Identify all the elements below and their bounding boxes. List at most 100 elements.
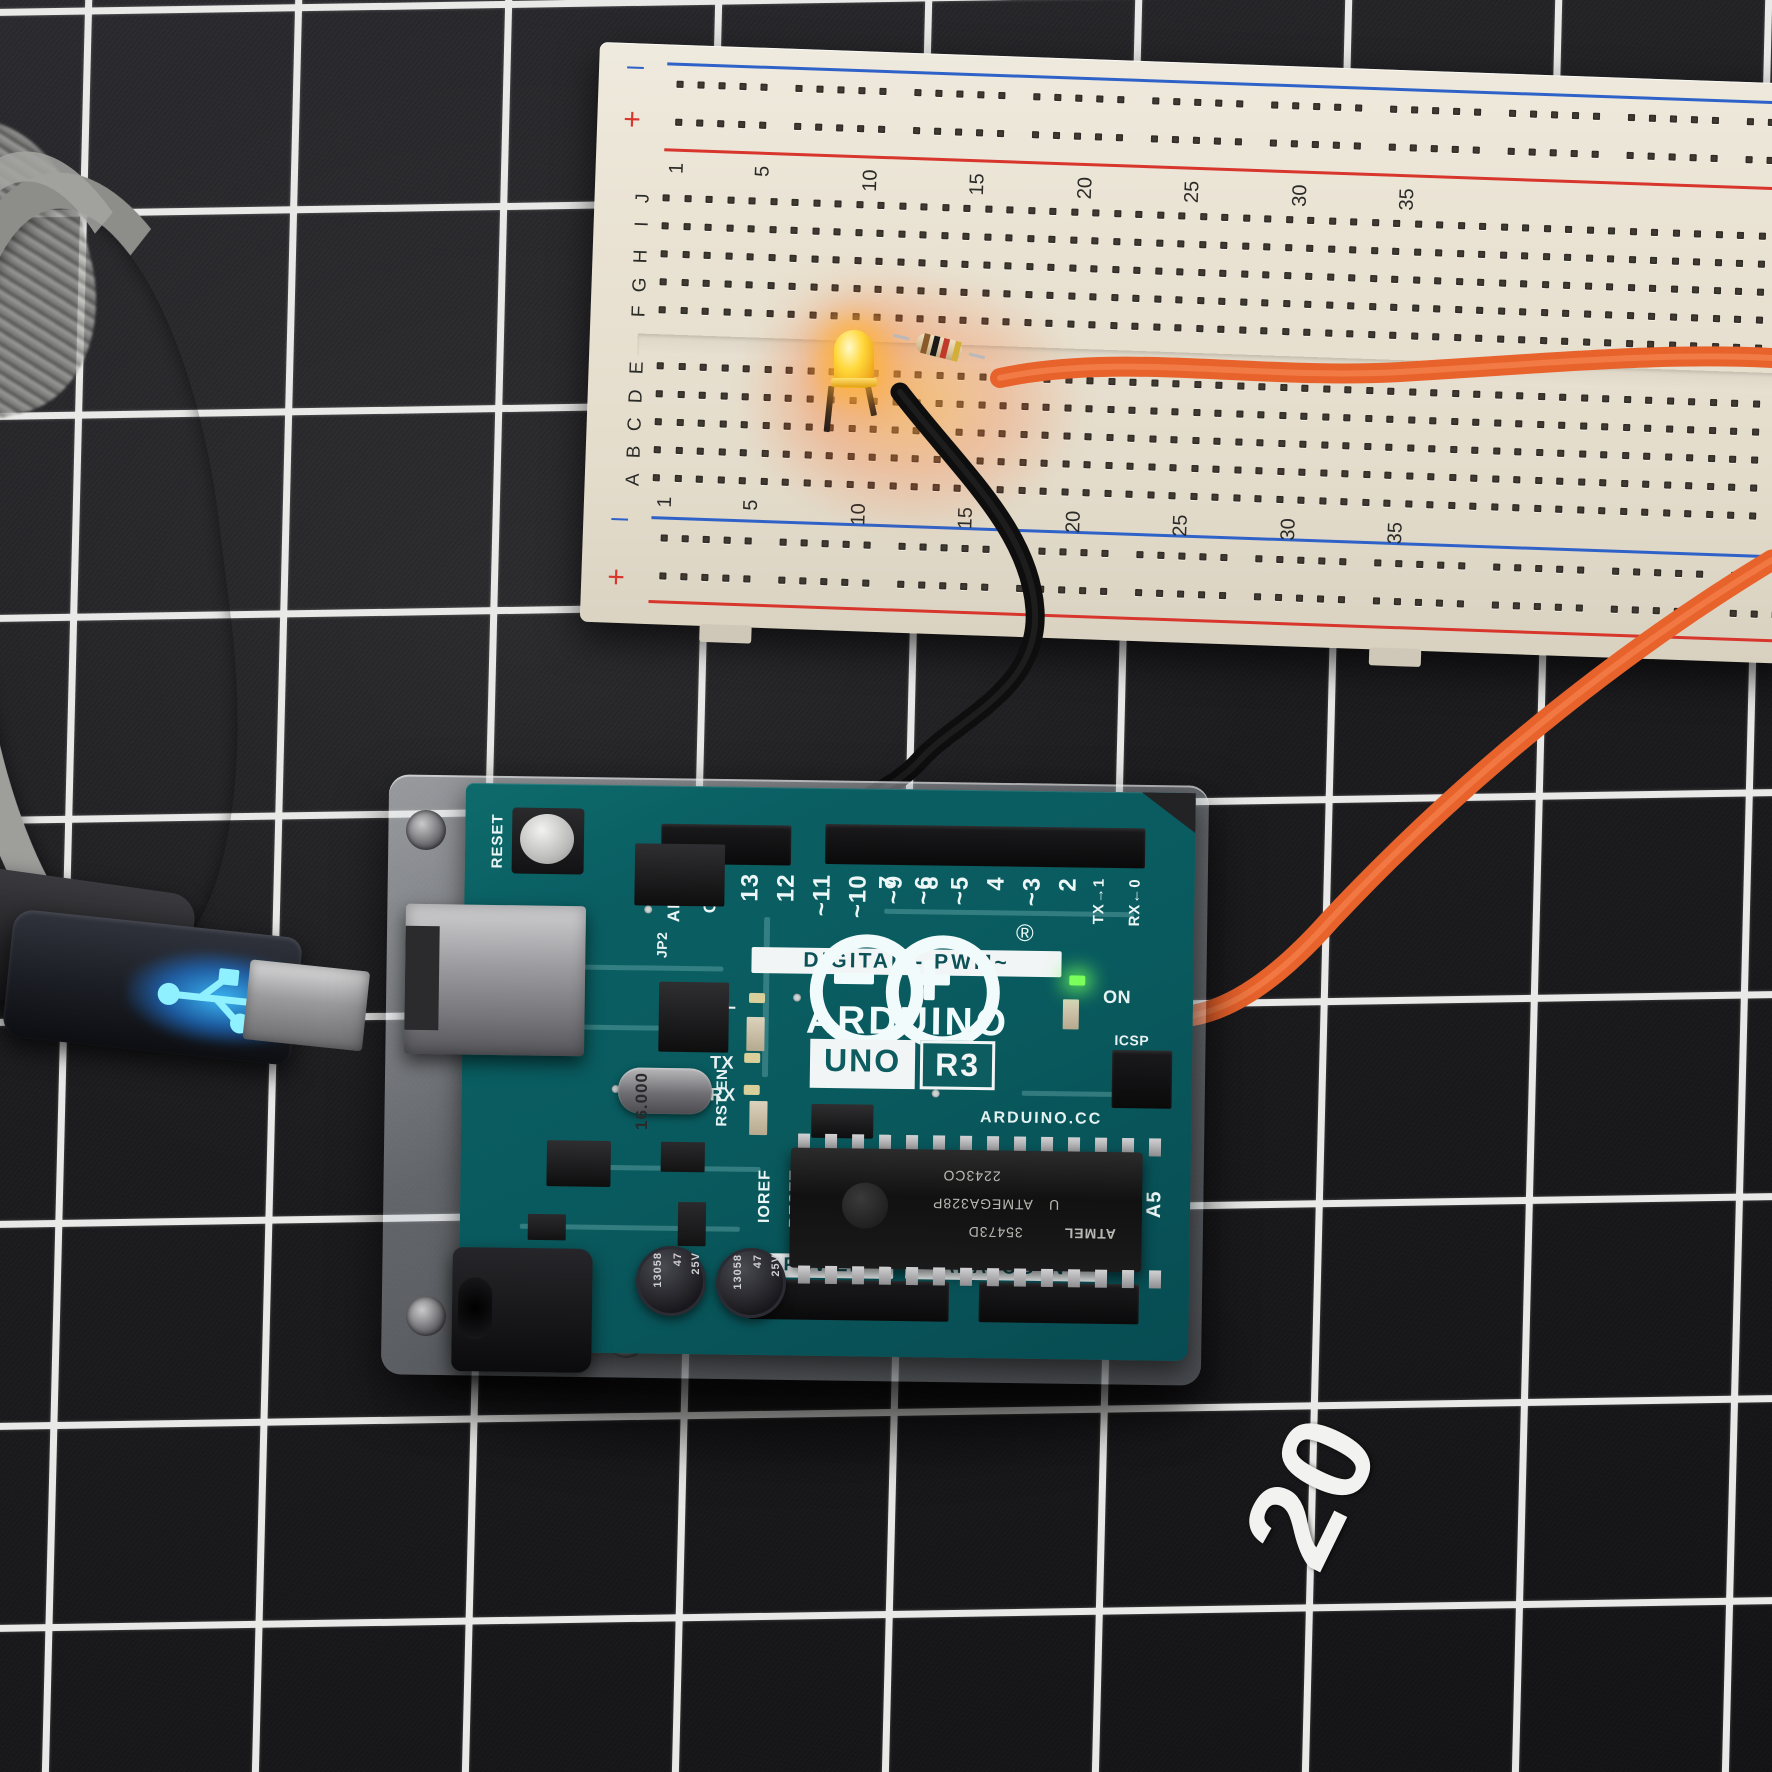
breadboard-hole [698, 391, 706, 399]
breadboard-hole [1579, 422, 1587, 430]
breadboard-hole [833, 228, 841, 236]
breadboard-rail-hole [1176, 590, 1185, 598]
breadboard-hole [953, 484, 961, 492]
breadboard-hole [1500, 223, 1508, 231]
breadboard-hole [1387, 387, 1395, 395]
analog-header[interactable] [978, 1282, 1140, 1325]
breadboard-hole [1192, 408, 1201, 417]
breadboard-hole [1127, 434, 1135, 442]
breadboard-rail-hole [1730, 571, 1739, 580]
breadboard-hole [1453, 333, 1461, 342]
breadboard-hole [1537, 392, 1545, 401]
breadboard-hole [1414, 220, 1422, 228]
smd-icsp2-header[interactable] [634, 843, 726, 907]
breadboard-hole [1434, 277, 1442, 285]
breadboard-hole [1405, 472, 1413, 480]
breadboard-rail-hole [1508, 109, 1517, 118]
breadboard-hole [1604, 311, 1613, 319]
digital-header-right[interactable] [824, 823, 1146, 869]
breadboard-rail-hole [1430, 145, 1438, 153]
breadboard-hole [1647, 312, 1656, 320]
icsp-header[interactable] [1111, 1049, 1173, 1109]
breadboard-rail-hole [1631, 606, 1639, 614]
breadboard-hole [661, 222, 669, 230]
breadboard-hole [955, 428, 963, 436]
reset-button[interactable] [511, 807, 585, 875]
usb-plug[interactable] [0, 898, 371, 1082]
digital-pin-label: ~6 [910, 875, 938, 905]
breadboard-rail-hole [1332, 141, 1340, 149]
dc-barrel-jack[interactable] [451, 1247, 593, 1373]
breadboard-hole [742, 365, 750, 373]
breadboard-hole [1404, 500, 1412, 508]
breadboard-hole [1758, 232, 1766, 240]
case-mounting-hole [406, 1296, 446, 1336]
breadboard-rail-hole [1571, 111, 1580, 120]
breadboard-row-label: I [631, 221, 653, 228]
model-badge: UNO R3 [809, 1038, 996, 1091]
usb-b-jack-opening [404, 925, 440, 1031]
breadboard-column-label: 20 [1073, 176, 1097, 200]
breadboard-hole [1128, 406, 1136, 414]
breadboard-hole [1391, 275, 1399, 283]
breadboard-hole [1473, 390, 1481, 398]
breadboard-hole [1325, 301, 1333, 309]
capacitor-label: 13058 [652, 1252, 664, 1288]
breadboard-hole [1193, 380, 1202, 389]
breadboard-rail-hole [1452, 107, 1461, 116]
breadboard-hole [747, 225, 755, 233]
usb-b-jack[interactable] [403, 903, 587, 1057]
breadboard-top-minus-sign: – [626, 48, 645, 83]
breadboard-hole [726, 196, 735, 204]
breadboard-hole [1750, 456, 1758, 464]
breadboard-rail-hole [1528, 148, 1536, 156]
breadboard-rail-hole [738, 120, 746, 129]
breadboard-hole [1469, 502, 1477, 510]
breadboard-rail-hole [759, 121, 767, 129]
breadboard-hole [811, 227, 820, 235]
breadboard-hole [1754, 344, 1762, 352]
breadboard-rail-hole [1395, 560, 1403, 568]
breadboard-hole [1196, 296, 1204, 305]
breadboard-hole [1276, 467, 1285, 476]
breadboard-hole [1110, 293, 1119, 302]
breadboard-rail-hole [1456, 600, 1465, 608]
capacitor-voltage: 25V [690, 1252, 702, 1275]
smd-component [677, 1201, 707, 1247]
breadboard-hole [1493, 419, 1501, 427]
breadboard-hole [1586, 226, 1594, 234]
breadboard-rail-hole [1711, 116, 1720, 125]
breadboard-hole [1555, 505, 1563, 513]
breadboard-hole [891, 426, 899, 434]
breadboard-hole [1109, 321, 1118, 330]
breadboard-hole [1023, 318, 1032, 327]
breadboard-hole [1112, 238, 1120, 246]
breadboard-hole [1540, 308, 1548, 317]
breadboard-rail-hole [1297, 556, 1305, 564]
breadboard-hole [788, 282, 796, 290]
breadboard-hole [1643, 452, 1651, 460]
breadboard-rail-hole [1220, 553, 1228, 562]
breadboard-hole [954, 456, 962, 464]
breadboard-rail-hole [1253, 593, 1262, 601]
silk-reset-label: RESET [488, 813, 507, 869]
breadboard-row-label: J [632, 193, 654, 204]
breadboard-hole [1536, 420, 1544, 429]
breadboard-hole [725, 224, 734, 232]
breadboard-hole [806, 395, 814, 403]
breadboard-hole [1168, 492, 1176, 500]
breadboard-hole [1279, 383, 1287, 392]
breadboard-hole [1327, 245, 1335, 253]
breadboard-hole [1039, 487, 1047, 495]
breadboard-rail-hole [718, 82, 726, 90]
breadboard-hole [1558, 421, 1566, 429]
breadboard-hole [1299, 440, 1307, 448]
breadboard-hole [1297, 496, 1305, 504]
breadboard-column-label: 25 [1180, 180, 1204, 204]
breadboard-rail-hole [675, 118, 683, 126]
breadboard-rail-hole [1668, 153, 1676, 161]
breadboard-rail-hole [1269, 139, 1278, 147]
breadboard-hole [675, 446, 683, 455]
breadboard-hole [1324, 329, 1332, 337]
